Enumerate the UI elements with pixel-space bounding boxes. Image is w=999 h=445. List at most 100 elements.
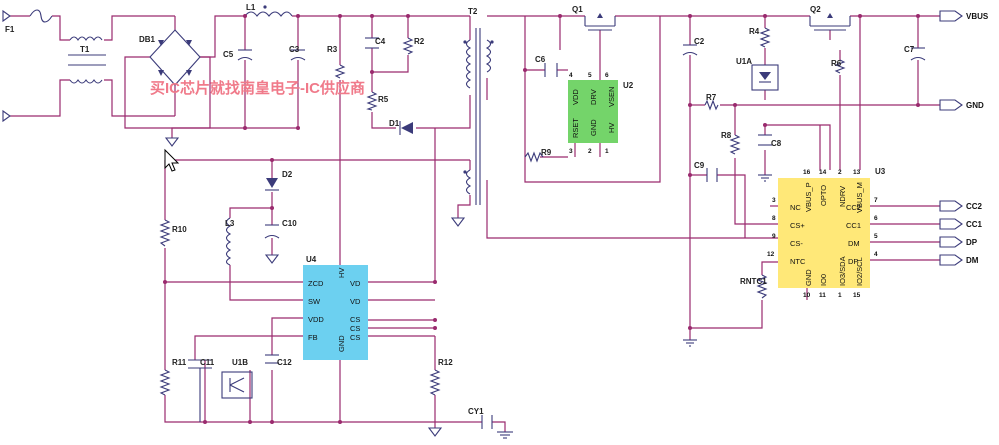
svg-text:16: 16	[803, 169, 811, 176]
resistor-r4	[759, 27, 771, 48]
svg-text:3: 3	[772, 197, 776, 204]
svg-text:CS-: CS-	[790, 239, 803, 248]
resistor-r10	[159, 219, 171, 247]
ic-u3-label: U3	[875, 167, 886, 176]
capacitor-cy1	[481, 415, 493, 429]
ic-u2-label: U2	[623, 81, 634, 90]
svg-text:1: 1	[838, 292, 842, 299]
label-c10: C10	[282, 219, 297, 228]
label-q1: Q1	[572, 5, 583, 14]
label-l3: L3	[225, 219, 235, 228]
svg-text:DM: DM	[848, 239, 860, 248]
label-q2: Q2	[810, 5, 821, 14]
svg-text:HV: HV	[607, 123, 616, 133]
inductor-l3	[225, 217, 232, 266]
svg-text:6: 6	[874, 215, 878, 222]
label-c3: C3	[289, 45, 300, 54]
mouse-cursor-icon	[164, 148, 180, 172]
optocoupler-led-u1a	[751, 64, 779, 91]
label-r2: R2	[414, 37, 425, 46]
capacitor-c2	[682, 44, 698, 56]
port-dm: DM	[966, 256, 979, 265]
svg-text:DRV: DRV	[589, 89, 598, 105]
resistor-rntc1	[756, 274, 768, 299]
capacitor-c5	[237, 49, 253, 61]
ground-symbols	[164, 137, 772, 439]
svg-text:IO3/SDA: IO3/SDA	[838, 256, 847, 286]
diode-d2	[265, 178, 279, 191]
capacitor-c4	[365, 37, 379, 49]
svg-text:15: 15	[853, 292, 861, 299]
svg-text:FB: FB	[308, 333, 318, 342]
svg-text:6: 6	[605, 72, 609, 79]
svg-text:7: 7	[874, 197, 878, 204]
capacitor-c6	[544, 63, 558, 77]
inductor-l1	[244, 5, 293, 17]
svg-text:4: 4	[874, 251, 878, 258]
ic-u4: U4 ZCD SW VDD FB VD VD CS CS CS HV GND	[303, 255, 368, 360]
port-vbus: VBUS	[966, 12, 989, 21]
resistor-r8	[729, 134, 741, 155]
svg-text:VDD: VDD	[308, 315, 324, 324]
svg-text:9: 9	[772, 233, 776, 240]
svg-text:NC: NC	[790, 203, 801, 212]
label-rntc1: RNTC1	[740, 277, 767, 286]
common-mode-choke-t1	[68, 36, 106, 84]
output-port-arrows	[939, 10, 963, 266]
svg-text:11: 11	[819, 292, 826, 299]
svg-text:HV: HV	[337, 268, 346, 278]
svg-text:2: 2	[588, 148, 592, 155]
svg-text:DP: DP	[848, 257, 858, 266]
diode-d1	[399, 121, 413, 135]
svg-text:GND: GND	[589, 119, 598, 136]
svg-text:CC1: CC1	[846, 221, 861, 230]
resistor-r12	[429, 369, 441, 396]
label-r4: R4	[749, 27, 760, 36]
label-c5: C5	[223, 50, 234, 59]
svg-text:VSEN: VSEN	[607, 87, 616, 107]
svg-text:ZCD: ZCD	[308, 279, 324, 288]
fuse-f1	[29, 9, 53, 23]
label-c7: C7	[904, 45, 915, 54]
ac-input-terminals	[2, 9, 11, 123]
label-r5: R5	[378, 95, 389, 104]
ic-u4-label: U4	[306, 255, 317, 264]
svg-text:NDRV: NDRV	[838, 186, 847, 207]
svg-text:CS: CS	[350, 315, 360, 324]
svg-text:13: 13	[853, 169, 861, 176]
label-r9: R9	[541, 148, 552, 157]
svg-text:GND: GND	[337, 335, 346, 352]
ic-u2: U2 4 5 6 3 2 1 VDD DRV VSEN RSET GND HV	[568, 72, 634, 155]
port-cc2: CC2	[966, 202, 983, 211]
label-u1a: U1A	[736, 57, 752, 66]
label-t2: T2	[468, 7, 478, 16]
svg-text:14: 14	[819, 169, 827, 176]
svg-text:SW: SW	[308, 297, 321, 306]
bridge-rectifier-db1	[149, 29, 201, 86]
port-gnd: GND	[966, 101, 984, 110]
resistor-r2	[402, 37, 414, 55]
label-c12: C12	[277, 358, 292, 367]
capacitor-c10	[264, 224, 280, 239]
transformer-t2	[463, 28, 494, 205]
svg-text:VDD: VDD	[571, 89, 580, 105]
optocoupler-transistor-u1b	[221, 371, 253, 399]
svg-text:VBUS_M: VBUS_M	[855, 182, 864, 213]
svg-text:RSET: RSET	[571, 118, 580, 138]
label-d2: D2	[282, 170, 293, 179]
port-cc1: CC1	[966, 220, 983, 229]
resistor-r11	[159, 369, 171, 396]
resistor-r3	[334, 64, 346, 79]
label-r7: R7	[706, 93, 717, 102]
port-dp: DP	[966, 238, 978, 247]
svg-text:CS: CS	[350, 333, 360, 342]
label-d1: D1	[389, 119, 400, 128]
ic-u2-body	[568, 80, 618, 143]
label-c2: C2	[694, 37, 705, 46]
mosfet-q2	[809, 13, 851, 31]
label-f1: F1	[5, 25, 15, 34]
capacitor-c8	[758, 134, 772, 146]
junction-dots	[163, 14, 920, 424]
label-c11: C11	[200, 358, 215, 367]
label-t1: T1	[80, 45, 90, 54]
